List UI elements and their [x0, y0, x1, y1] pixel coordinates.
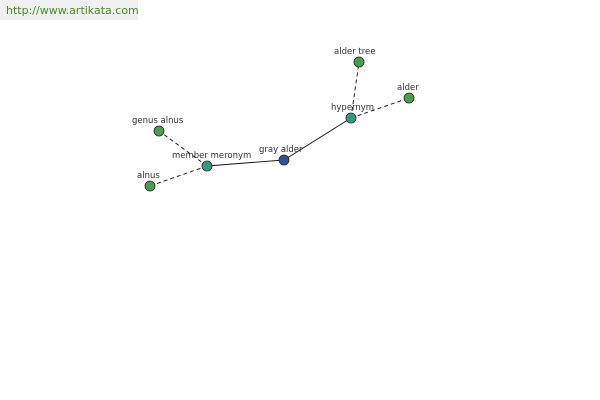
url-banner: http://www.artikata.com	[0, 0, 139, 20]
edge-hypernym-to-alder-tree	[350, 61, 360, 119]
node-alnus-label: alnus	[137, 171, 160, 181]
node-member-meronym-dot[interactable]	[201, 160, 213, 172]
edge-member-meronym-to-alnus	[149, 165, 208, 187]
node-alder-label: alder	[397, 83, 419, 93]
node-hypernym[interactable]: hypernym	[331, 103, 374, 124]
edge-gray-alder-to-member-meronym	[206, 159, 285, 167]
node-alder-tree-dot[interactable]	[353, 56, 365, 68]
node-alder-tree[interactable]: alder tree	[334, 47, 376, 68]
node-alnus[interactable]: alnus	[137, 171, 160, 192]
node-hypernym-dot[interactable]	[345, 112, 357, 124]
node-alder-tree-label: alder tree	[334, 47, 376, 57]
node-genus-alnus-dot[interactable]	[153, 125, 165, 137]
edge-hypernym-to-alder	[350, 97, 410, 119]
node-member-meronym[interactable]: member meronym	[172, 151, 251, 172]
node-hypernym-label: hypernym	[331, 103, 374, 113]
node-gray-alder-dot[interactable]	[278, 154, 290, 166]
node-genus-alnus-label: genus alnus	[132, 116, 184, 126]
edge-gray-alder-to-hypernym	[283, 117, 352, 161]
node-gray-alder[interactable]: gray alder	[259, 145, 303, 166]
node-alder[interactable]: alder	[397, 83, 419, 104]
site-url-link[interactable]: http://www.artikata.com	[6, 4, 139, 17]
node-gray-alder-label: gray alder	[259, 145, 303, 155]
node-alder-dot[interactable]	[403, 92, 415, 104]
node-alnus-dot[interactable]	[144, 180, 156, 192]
edge-member-meronym-to-genus-alnus	[158, 130, 208, 167]
node-genus-alnus[interactable]: genus alnus	[132, 116, 184, 137]
node-member-meronym-label: member meronym	[172, 151, 251, 161]
